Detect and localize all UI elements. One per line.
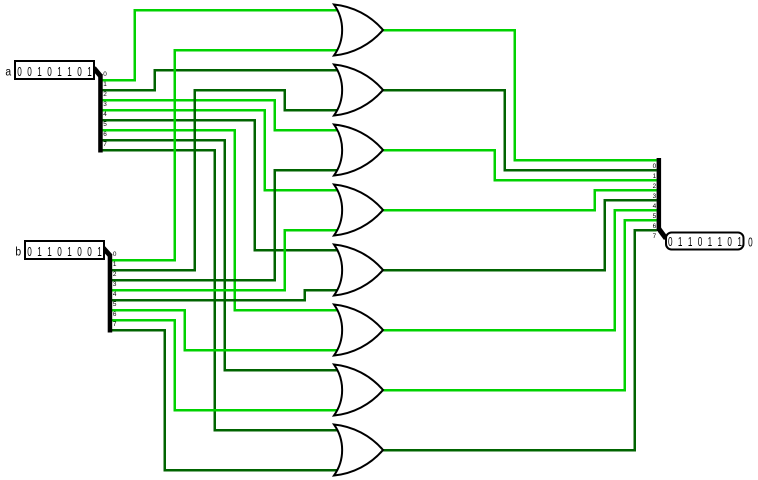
svg-text:1: 1 [103,81,107,88]
svg-text:3: 3 [653,193,657,200]
svg-text:a: a [5,66,12,79]
svg-text:6: 6 [653,223,657,230]
svg-text:0: 0 [77,65,82,79]
svg-text:1: 1 [67,245,72,259]
svg-text:1: 1 [737,235,742,249]
svg-text:7: 7 [653,233,657,240]
svg-text:5: 5 [653,213,657,220]
svg-text:2: 2 [113,271,117,278]
svg-text:0: 0 [653,163,657,170]
svg-text:1: 1 [113,261,117,268]
svg-text:1: 1 [37,245,42,259]
svg-text:5: 5 [113,301,117,308]
svg-text:0: 0 [17,65,22,79]
svg-text:1: 1 [57,65,62,79]
svg-text:7: 7 [103,141,107,148]
svg-text:2: 2 [653,183,657,190]
svg-text:6: 6 [113,311,117,318]
svg-text:0: 0 [113,251,117,258]
svg-text:0: 0 [57,245,62,259]
svg-text:4: 4 [103,111,107,118]
svg-text:1: 1 [97,245,102,259]
svg-text:1: 1 [37,65,42,79]
svg-text:0: 0 [77,245,82,259]
svg-text:b: b [15,246,21,259]
svg-text:3: 3 [113,281,117,288]
svg-text:1: 1 [67,65,72,79]
svg-text:3: 3 [103,101,107,108]
svg-text:0: 0 [27,65,32,79]
svg-text:1: 1 [688,235,693,249]
svg-text:0: 0 [698,235,703,249]
svg-text:2: 2 [103,91,107,98]
svg-text:4: 4 [113,291,117,298]
svg-text:0: 0 [727,235,732,249]
svg-text:1: 1 [708,235,713,249]
svg-text:7: 7 [113,321,117,328]
svg-text:0: 0 [47,65,52,79]
svg-text:1: 1 [47,245,52,259]
svg-text:4: 4 [653,203,657,210]
svg-text:0: 0 [87,245,92,259]
svg-text:1: 1 [653,173,657,180]
svg-text:0: 0 [748,236,753,250]
svg-text:0: 0 [668,235,673,249]
svg-text:5: 5 [103,121,107,128]
svg-text:1: 1 [718,235,723,249]
svg-text:1: 1 [678,235,683,249]
svg-text:0: 0 [103,71,107,78]
svg-text:6: 6 [103,131,107,138]
svg-text:1: 1 [87,65,92,79]
svg-text:0: 0 [27,245,32,259]
